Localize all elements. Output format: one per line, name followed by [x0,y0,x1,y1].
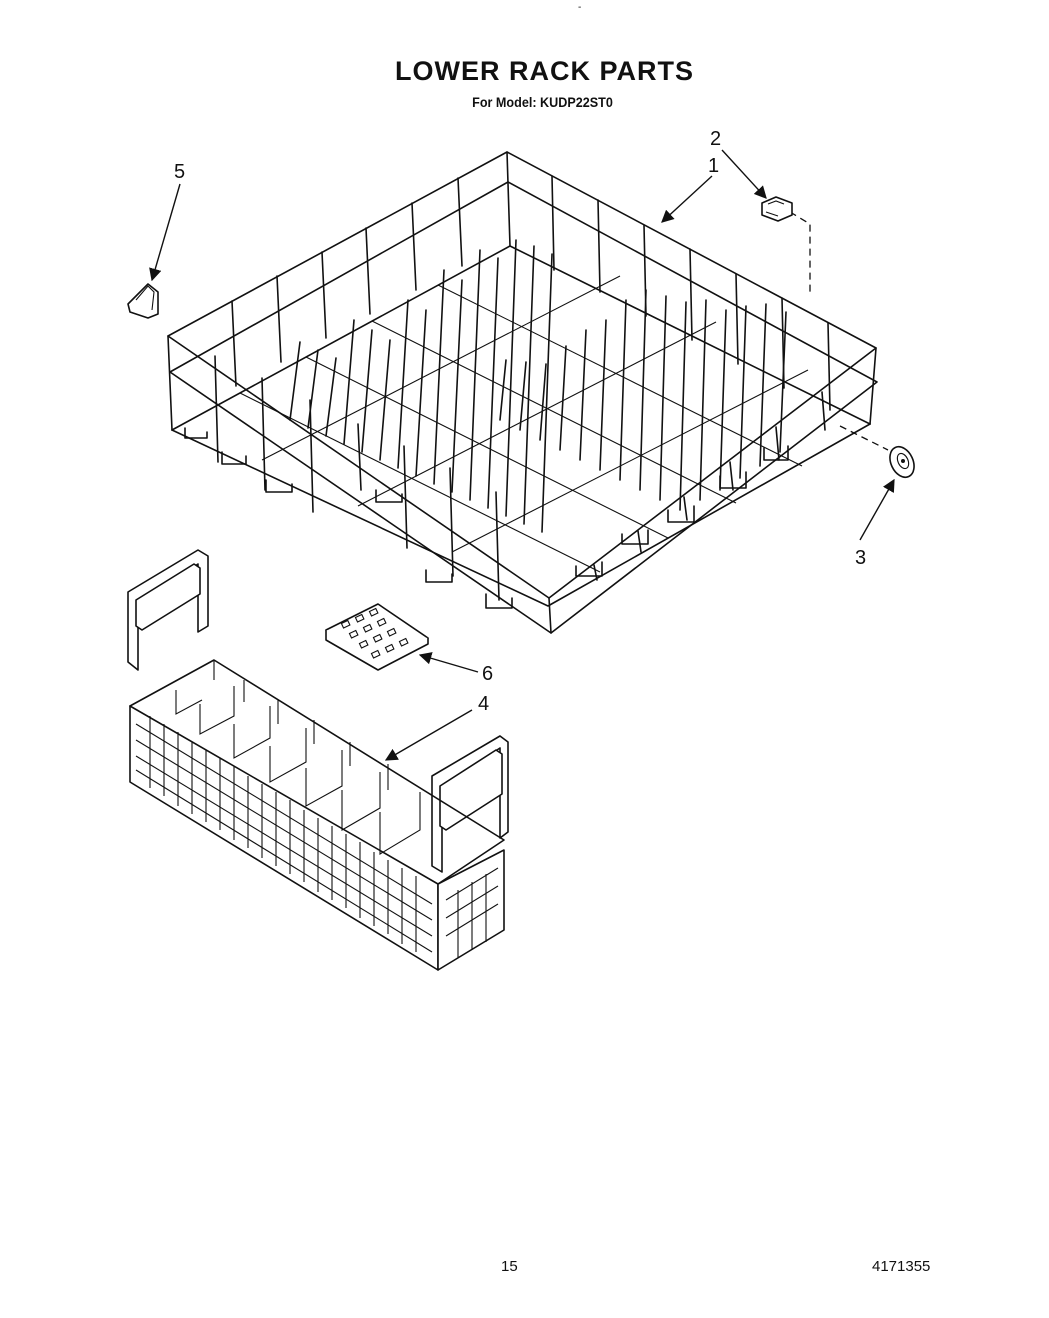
lower-rack-drawing [167,151,889,634]
page-title: LOWER RACK PARTS [395,56,694,86]
part-5-bracket [127,283,159,319]
callout-2: 2 [710,128,721,150]
part-3-wheel [889,445,915,479]
document-number: 4171355 [872,1258,931,1275]
callout-6: 6 [482,663,493,685]
callout-leaders [149,149,895,761]
callout-4: 4 [478,693,489,715]
part-6-cover [325,603,429,671]
part-4-basket [127,549,509,971]
callout-3: 3 [855,547,866,569]
part-2-clip [761,196,793,222]
model-subtitle: For Model: KUDP22ST0 [472,94,613,110]
callout-5: 5 [174,161,185,183]
top-mark: - [578,2,582,13]
callout-1: 1 [708,155,719,177]
page-number: 15 [501,1258,518,1275]
